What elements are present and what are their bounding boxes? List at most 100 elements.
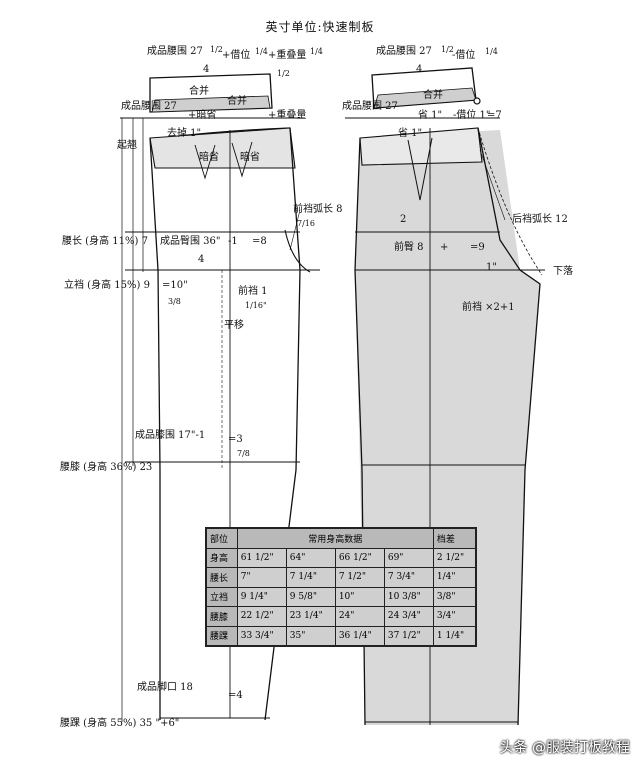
label-one-inch: 1"	[486, 262, 497, 273]
label-hip-four: 4	[198, 254, 205, 265]
table-cell: 腰膝	[206, 606, 238, 627]
table-cell: 9 5/8"	[285, 586, 336, 607]
label-back-seven-five-eighths: =7	[487, 110, 502, 121]
label-hip: 成品臀围 36"	[160, 236, 221, 247]
table-cell: 立裆	[206, 586, 238, 607]
label-rise-up: 起翘	[117, 140, 137, 151]
table-cell: 24"	[334, 606, 385, 627]
label-waist-knee: 腰膝 (身高 36%) 23	[60, 462, 153, 473]
table-cell: 腰踝	[206, 625, 238, 646]
table-cell: 33 3/4"	[236, 625, 287, 646]
table-cell: 37 1/2"	[383, 625, 434, 646]
label-back-dart: 省 1"	[418, 110, 443, 121]
label-merge-1: 合并	[189, 86, 209, 97]
table-cell: 66 1/2"	[334, 547, 385, 568]
table-cell: 22 1/2"	[236, 606, 287, 627]
label-hip-result: =8	[252, 236, 267, 247]
table-cell: 1/4"	[432, 567, 477, 588]
label-front-quarter1: 1/4	[255, 47, 268, 56]
label-seven-eighths: 7/8	[237, 449, 250, 458]
table-cell: 1 1/4"	[432, 625, 477, 646]
label-back-dart-2: 省 1"	[398, 128, 423, 139]
label-dart-2: 暗省	[240, 152, 260, 163]
label-front-waist-dart: 成品腰围 27	[121, 101, 177, 112]
watermark: 头条 @服装打板教程	[499, 740, 630, 756]
label-front-dart-borrow: +暗省	[188, 110, 217, 121]
front-dart-1	[194, 144, 216, 180]
front-waistband-shade	[151, 95, 271, 113]
label-back-waist: 成品腰围 27	[376, 46, 432, 57]
table-header-cell: 常用身高数据	[236, 528, 434, 549]
table-cell: 身高	[206, 547, 238, 568]
label-knee: 成品膝围 17"-1	[135, 430, 206, 441]
label-one-sixteenth: 1/16"	[245, 301, 267, 310]
diagram-title: 英寸单位:快速制板	[265, 20, 375, 34]
label-front-crotch-2: 前裆 ×2+1	[462, 302, 515, 313]
table-cell: 64"	[285, 547, 336, 568]
label-back-four: 4	[416, 64, 423, 75]
label-waist-length: 腰长 (身高 11%) 7	[62, 236, 148, 247]
label-waist-ankle: 腰踝 (身高 55%) 35 "+6"	[60, 718, 180, 729]
label-three-eighths: 3/8	[168, 297, 181, 306]
leader-1	[479, 149, 506, 221]
label-merge-2: 合并	[227, 96, 247, 107]
table-cell: 24 3/4"	[383, 606, 434, 627]
back-dart-band	[359, 127, 483, 166]
label-front-overlap: +重叠量	[268, 50, 307, 61]
table-cell: 35"	[285, 625, 336, 646]
label-back-waist-dart: 成品腰围 27	[342, 101, 398, 112]
label-back-half: 1/2	[441, 45, 454, 54]
back-outline-right	[477, 127, 541, 726]
table-cell: 7"	[236, 567, 287, 588]
label-front-dart-overlap: +重叠量	[268, 110, 307, 121]
label-remove: 去掉 1"	[167, 128, 202, 139]
label-hem-result: =4	[228, 690, 243, 701]
label-back-borrow: -借位	[452, 50, 476, 61]
back-dart	[407, 137, 433, 201]
back-waistband-mark	[473, 97, 481, 105]
label-front-borrow: +借位	[222, 50, 251, 61]
table-cell: 3/8"	[432, 586, 477, 607]
back-rise-arc	[477, 127, 543, 276]
label-back-merge: 合并	[423, 90, 443, 101]
table-header-cell: 档差	[432, 528, 477, 549]
label-knee-result: =3	[228, 434, 243, 445]
table-cell: 9 1/4"	[236, 586, 287, 607]
label-rise-2: =10"	[162, 280, 188, 291]
label-hip-calc: -1	[228, 236, 238, 247]
table-header-cell: 部位	[206, 528, 238, 549]
table-cell: 10"	[334, 586, 385, 607]
label-two-quarter: 2	[400, 214, 407, 225]
table-cell: 7 1/4"	[285, 567, 336, 588]
label-shift: 平移	[224, 320, 244, 331]
table-cell: 10 3/8"	[383, 586, 434, 607]
table-cell: 3/4"	[432, 606, 477, 627]
label-dart-1: 暗省	[199, 152, 219, 163]
table-header-row: 部位常用身高数据档差	[206, 528, 477, 549]
table-cell: 2 1/2"	[432, 547, 477, 568]
table-cell: 23 1/4"	[285, 606, 336, 627]
table-cell: 7 1/2"	[334, 567, 385, 588]
front-dart-band	[149, 127, 296, 169]
label-back-quarter: 1/4	[485, 47, 498, 56]
label-front-hip-b: 前臀 8	[394, 242, 424, 253]
label-hem: 成品脚口 18	[137, 682, 193, 693]
label-front-waist: 成品腰围 27	[147, 46, 203, 57]
label-back-borrow-1: -借位 1"	[453, 110, 491, 121]
label-front-four: 4	[203, 64, 210, 75]
table-cell: 腰长	[206, 567, 238, 588]
label-front-rise-arc: 前裆弧长 8	[293, 204, 343, 215]
front-outline-left	[149, 137, 161, 720]
label-seven-sixteenths: 7/16	[297, 219, 315, 228]
label-front-crotch: 前裆 1	[238, 286, 268, 297]
label-front-hip-result: =9	[470, 242, 485, 253]
label-back-rise-arc: 后裆弧长 12	[512, 214, 568, 225]
